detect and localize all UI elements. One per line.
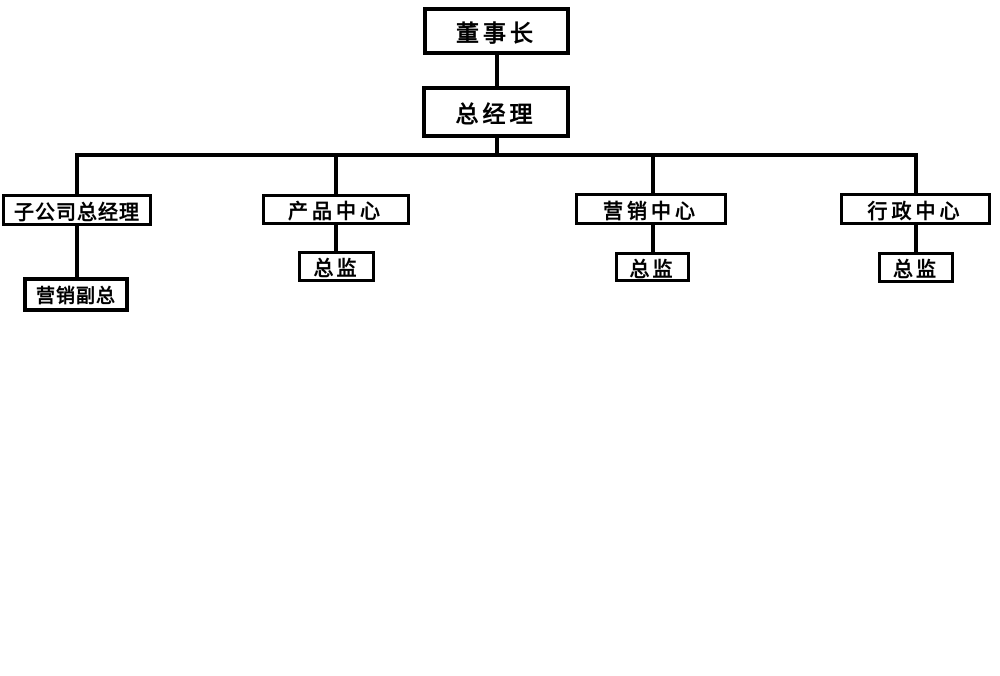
node-marketing-director: 总监 <box>615 252 690 282</box>
connector-gm-trunk <box>495 136 499 156</box>
connector-admin-center-director <box>914 224 918 254</box>
connector-product-center-director <box>334 224 338 253</box>
connector-trunk-subsidiary-gm <box>75 153 79 196</box>
connector-trunk-marketing-center <box>651 153 655 195</box>
node-admin-director: 总监 <box>878 252 954 283</box>
node-subsidiary-general-manager: 子公司总经理 <box>2 194 152 226</box>
node-product-director: 总监 <box>298 251 375 282</box>
connector-subsidiary-gm-marketing-vp <box>75 225 79 279</box>
node-general-manager: 总经理 <box>422 86 570 138</box>
connector-trunk-horizontal <box>75 153 918 157</box>
node-admin-center: 行政中心 <box>840 193 991 225</box>
connector-marketing-center-director <box>651 224 655 254</box>
node-chairman: 董事长 <box>423 7 570 55</box>
connector-chairman-gm <box>495 54 499 88</box>
connector-trunk-product-center <box>334 153 338 196</box>
node-marketing-vp: 营销副总 <box>23 277 129 312</box>
node-marketing-center: 营销中心 <box>575 193 727 225</box>
connector-trunk-admin-center <box>914 153 918 195</box>
node-product-center: 产品中心 <box>262 194 410 225</box>
